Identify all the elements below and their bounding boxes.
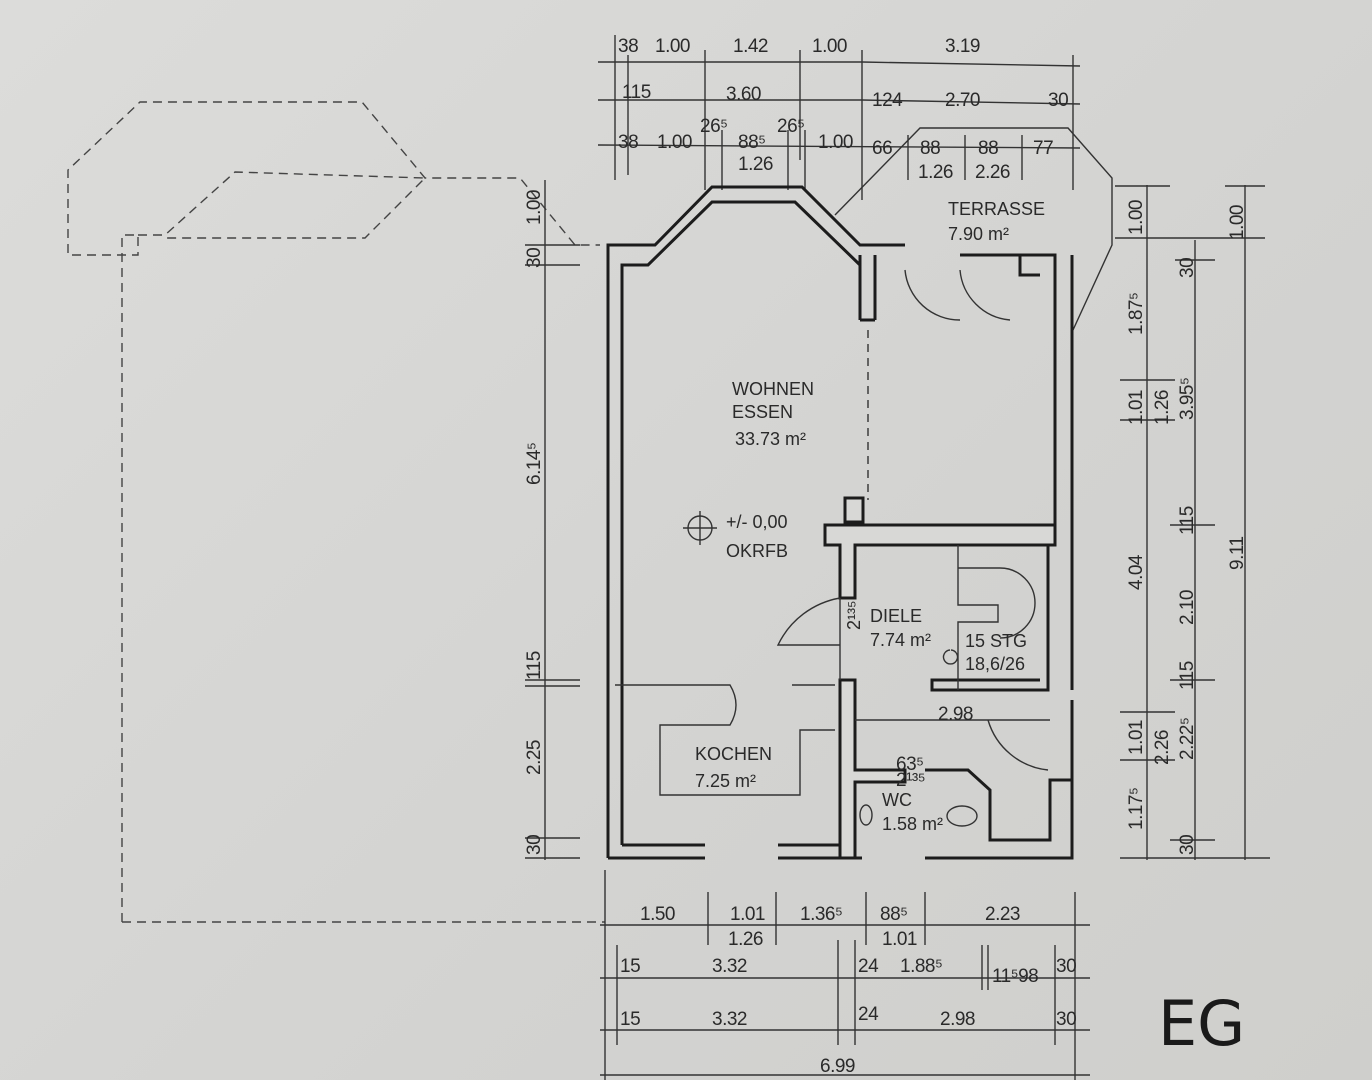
dimension-label: 4.04 [1126,554,1147,590]
dimension-label: 115 [524,651,545,680]
room-label: TERRASSE [948,199,1045,219]
dimension-label: 1.26 [918,162,953,183]
dimension-label: 1.01 [1126,720,1147,755]
dimension-label: 30 [1056,956,1076,977]
dimension-label: 1.00 [818,132,853,153]
total-width: 6.99 [820,1056,855,1077]
dimension-label: 2.70 [945,90,980,111]
dimension-label: 1.00 [657,132,692,153]
dimension-label: 115 [1177,506,1198,535]
stairs-label: 15 STG [965,631,1027,651]
level-reference: OKRFB [726,541,788,561]
door-width: 63⁵ [896,754,924,775]
dimension-label: 1.00 [524,190,545,225]
dimension-label: 2.26 [1152,730,1173,765]
dimension-label: 30 [524,248,545,268]
walls [606,185,1074,860]
dimension-label: 38 [618,132,638,153]
dimension-label: 1.00 [655,36,690,57]
dimension-label: 1.00 [1227,205,1248,240]
dimension-label: 115 [622,82,651,103]
dimension-label: 2.98 [940,1009,975,1030]
dimension-label: 38 [618,36,638,57]
room-area: 7.74 m² [870,630,931,650]
dimension-label: 1.88⁵ [900,956,942,977]
dimension-label: 30 [1056,1009,1076,1030]
neighbor-outline [67,101,605,923]
room-label: WOHNEN [732,379,814,399]
dimension-label: 30 [524,835,545,855]
dimension-label: 2.23 [985,904,1020,925]
dimension-label: 1.36⁵ [800,904,842,925]
dimension-label: 1.00 [812,36,847,57]
terrace-outline [834,127,1113,331]
floor-label: EG [1158,987,1245,1060]
dimension-label: 15 [620,956,640,977]
dimension-label: 2.26 [975,162,1010,183]
room-label: WC [882,790,912,810]
dimension-label: 1.00 [1126,200,1147,235]
dimension-label: 124 [872,90,903,111]
dimension-label: 9.11 [1227,536,1248,570]
dimension-lines [525,35,1270,1080]
room-area: 7.90 m² [948,224,1009,244]
dimension-label: 1.01 [882,929,917,950]
dimension-label: 30 [1048,90,1068,111]
door-height: 2¹³⁵ [844,601,864,630]
dimension-label: 2.22⁵ [1177,718,1198,760]
room-label: DIELE [870,606,922,626]
stairs-ratio: 18,6/26 [965,654,1025,674]
dimension-label: 1.01 [1126,390,1147,425]
room-area: 1.58 m² [882,814,943,834]
dimension-label: 2.25 [524,740,545,775]
room-label: KOCHEN [695,744,772,764]
dimension-label: 1.26 [1152,390,1173,425]
dimension-label: 26⁵ [700,116,728,137]
dimension-label: 3.32 [712,956,747,977]
dimension-label: 88⁵ [880,904,908,925]
dimension-label: 1.26 [738,154,773,175]
dimension-label: 88⁵ [738,132,766,153]
dimension-label: 77 [1033,138,1053,159]
dimension-label: 1.17⁵ [1126,788,1147,830]
dimension-label: 3.60 [726,84,761,105]
dimension-label: 15 [620,1009,640,1030]
dimension-label: 24 [858,956,879,977]
dimension-label: 1.87⁵ [1126,293,1147,335]
room-label: ESSEN [732,402,793,422]
dimension-label: 1.26 [728,929,763,950]
dimension-label: 1.42 [733,36,768,57]
dimension-label: 66 [872,138,892,159]
dimension-label: 11⁵98 [992,966,1038,987]
dimension-label: 30 [1177,835,1198,855]
dimension-label: 6.14⁵ [524,443,545,485]
dimension-label: 3.19 [945,36,980,57]
dimension-label: 2.10 [1177,590,1198,625]
room-area: 7.25 m² [695,771,756,791]
dimension-label: 88 [920,138,940,159]
level-value: +/- 0,00 [726,512,788,532]
dimension-label: 24 [858,1004,879,1025]
doors [683,269,1049,827]
dimension-label: 2.98 [938,704,973,725]
dimension-label: 3.95⁵ [1177,378,1198,420]
dimension-label: 26⁵ [777,116,805,137]
dimension-label: 30 [1177,258,1198,278]
dimension-label: 88 [978,138,998,159]
door-height: 2¹³⁵ [896,770,925,791]
dimension-label: 3.32 [712,1009,747,1030]
dimension-label: 1.50 [640,904,675,925]
dimension-label: 115 [1177,661,1198,690]
room-area: 33.73 m² [735,429,806,449]
dimension-label: 1.01 [730,904,765,925]
